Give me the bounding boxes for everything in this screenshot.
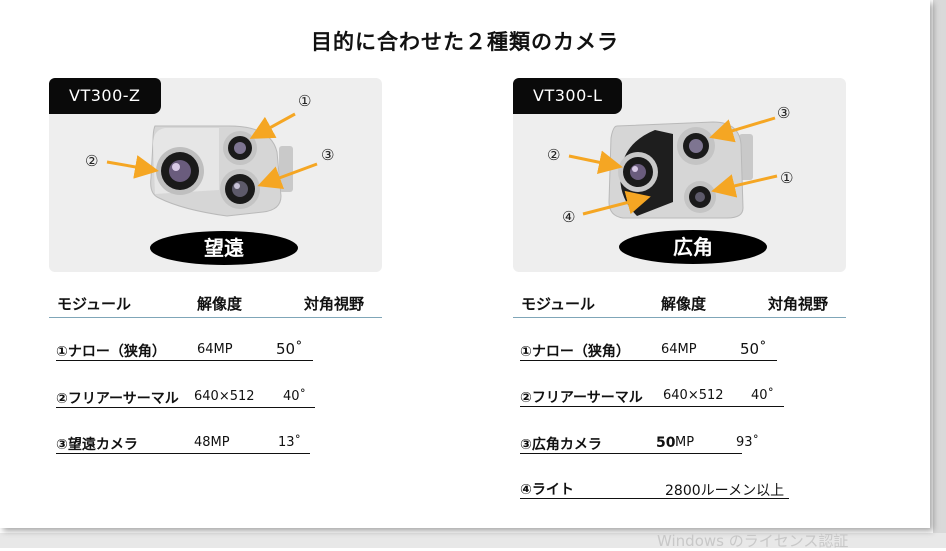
row-fov: 50˚: [740, 340, 767, 358]
callout-2: ②: [547, 146, 561, 164]
camera-image-z: [106, 112, 318, 217]
table-row: ①ナロー（狭角） 64MP 50˚: [520, 340, 777, 361]
spec-table-header-left: モジュール 解像度 対角視野: [49, 293, 382, 318]
camera-card-right: VT300-L ③ ② ① ④ 広角: [513, 78, 846, 272]
slide-title: 目的に合わせた２種類のカメラ: [311, 30, 619, 54]
header-fov: 対角視野: [768, 295, 829, 313]
row-module: ③広角カメラ: [520, 437, 602, 453]
spec-table-header-right: モジュール 解像度 対角視野: [513, 293, 846, 318]
callout-4: ④: [562, 208, 576, 226]
table-row: ②フリアーサーマル 640×512 40˚: [520, 387, 784, 407]
row-fov: 93˚: [736, 435, 760, 450]
row-resolution-unit: MP: [675, 435, 695, 450]
row-fov: 40˚: [751, 388, 775, 403]
model-tag: VT300-L: [513, 78, 623, 114]
row-fov: 50˚: [276, 340, 303, 358]
row-module: ②フリアーサーマル: [56, 391, 179, 407]
callout-1: ①: [780, 169, 794, 187]
header-fov: 対角視野: [304, 295, 365, 313]
row-resolution: 48MP: [194, 435, 230, 450]
row-underline: [520, 498, 789, 499]
model-tag: VT300-Z: [49, 78, 161, 114]
table-row: ③広角カメラ 50 MP 93˚: [520, 434, 759, 454]
slide: 目的に合わせた２種類のカメラ VT: [49, 30, 846, 499]
row-module: ④ライト: [520, 482, 574, 498]
telephoto-badge: 望遠: [150, 231, 298, 265]
callout-3: ③: [321, 146, 335, 164]
activation-watermark: Windows のライセンス認証: [657, 532, 849, 550]
row-underline: [56, 407, 315, 408]
camera-image-l: [568, 116, 778, 219]
row-resolution: 64MP: [197, 342, 233, 357]
row-underline: [56, 453, 310, 454]
callout-1: ①: [298, 92, 312, 110]
row-underline: [520, 406, 784, 407]
header-resolution: 解像度: [661, 295, 707, 313]
window-edge: [933, 0, 946, 548]
row-module: ①ナロー（狭角）: [520, 344, 630, 360]
table-row: ④ライト 2800ルーメン以上: [520, 479, 789, 499]
row-resolution: 64MP: [661, 342, 697, 357]
row-module: ②フリアーサーマル: [520, 390, 643, 406]
row-resolution-number: 50: [656, 435, 676, 451]
row-fov: 40˚: [283, 389, 307, 404]
wide-angle-badge: 広角: [619, 230, 767, 264]
window-bottom-edge: [0, 533, 946, 548]
camera-card-left: VT300-Z ① ② ③ 望遠: [49, 78, 382, 272]
row-underline: [56, 360, 313, 361]
table-row: ①ナロー（狭角） 64MP 50˚: [56, 340, 313, 361]
row-resolution: 640×512: [663, 388, 724, 403]
header-module: モジュール: [521, 295, 595, 313]
row-fov: 13˚: [278, 435, 302, 450]
table-row: ③望遠カメラ 48MP 13˚: [56, 434, 310, 454]
row-resolution: 2800ルーメン以上: [665, 483, 785, 499]
row-underline: [520, 360, 777, 361]
row-resolution: 640×512: [194, 389, 255, 404]
callout-3: ③: [777, 104, 791, 122]
row-module: ③望遠カメラ: [56, 437, 138, 453]
row-underline: [520, 453, 742, 454]
table-row: ②フリアーサーマル 640×512 40˚: [56, 388, 315, 408]
row-module: ①ナロー（狭角）: [56, 344, 166, 360]
header-module: モジュール: [57, 295, 131, 313]
callout-2: ②: [85, 152, 99, 170]
header-resolution: 解像度: [197, 295, 243, 313]
